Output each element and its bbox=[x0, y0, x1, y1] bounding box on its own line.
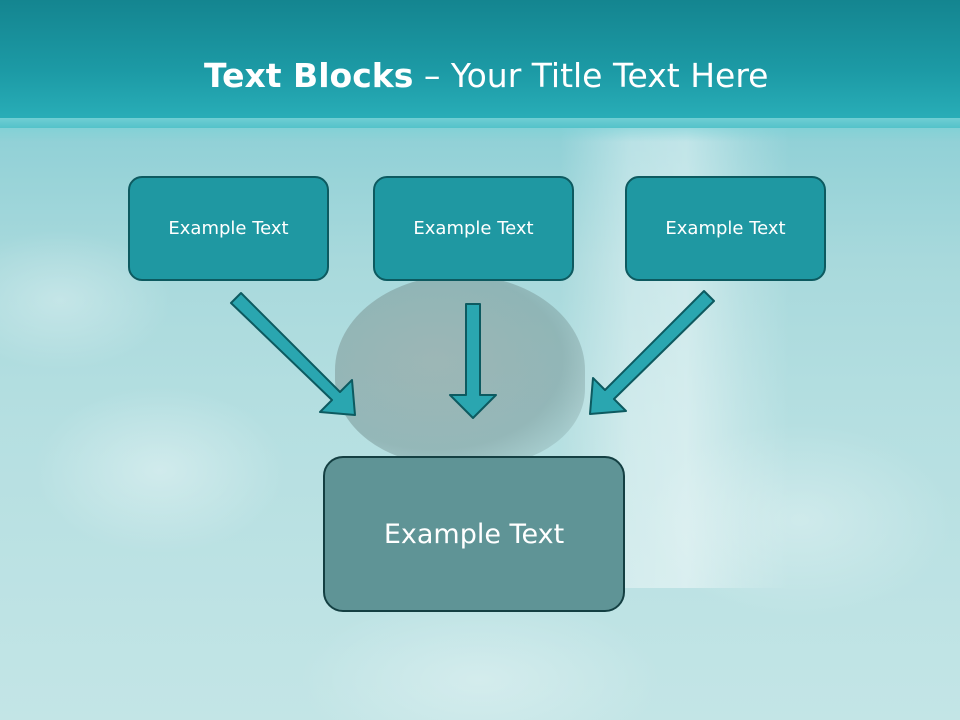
title-banner bbox=[0, 0, 960, 128]
text-block-3[interactable]: Example Text bbox=[625, 176, 826, 281]
slide-title: Text Blocks – Your Title Text Here bbox=[204, 52, 768, 100]
title-rest-part: – Your Title Text Here bbox=[413, 56, 769, 95]
text-block-2[interactable]: Example Text bbox=[373, 176, 574, 281]
text-block-main[interactable]: Example Text bbox=[323, 456, 625, 612]
background-photo-face bbox=[335, 275, 585, 465]
arrow-left bbox=[230, 292, 356, 416]
title-bold-part: Text Blocks bbox=[204, 56, 414, 95]
text-block-1[interactable]: Example Text bbox=[128, 176, 329, 281]
arrow-right bbox=[589, 290, 715, 415]
arrow-center bbox=[449, 303, 497, 419]
title-banner-shine bbox=[0, 118, 960, 142]
